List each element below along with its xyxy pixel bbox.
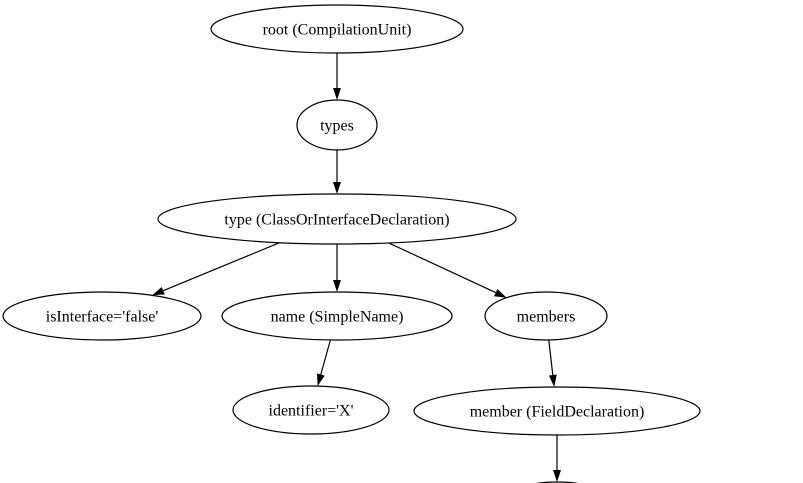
arrowhead-name-to-identifier <box>317 373 325 387</box>
node-ellipse-members <box>484 291 608 341</box>
arrowhead-root-to-types <box>333 88 341 100</box>
node-label-identifier: identifier='X' <box>269 403 354 420</box>
arrowhead-member-to-next-clipped <box>553 470 561 482</box>
node-ellipse-type <box>157 193 517 245</box>
node-ellipse-identifier <box>232 385 390 435</box>
arrowhead-types-to-type <box>333 182 341 194</box>
node-label-isInterface: isInterface='false' <box>46 309 159 326</box>
edge-type-to-members <box>388 242 496 294</box>
node-label-name: name (SimpleName) <box>271 309 404 326</box>
node-label-members: members <box>517 309 576 326</box>
arrowhead-type-to-members <box>494 289 507 298</box>
node-ellipse-name <box>221 291 453 341</box>
node-ellipse-root <box>210 4 464 54</box>
arrowhead-members-to-member <box>548 374 557 387</box>
edge-name-to-identifier <box>320 339 331 375</box>
node-label-type: type (ClassOrInterfaceDeclaration) <box>224 212 449 229</box>
node-ellipse-types <box>296 99 378 151</box>
node-label-types: types <box>320 118 354 135</box>
node-ellipse-member <box>413 386 701 436</box>
node-label-member: member (FieldDeclaration) <box>470 404 645 421</box>
node-label-root: root (CompilationUnit) <box>263 22 412 39</box>
arrowhead-type-to-isInterface <box>152 287 165 296</box>
node-ellipse-isInterface <box>2 291 202 341</box>
arrowhead-type-to-name <box>333 280 341 292</box>
edge-type-to-isInterface <box>162 242 280 292</box>
edge-members-to-member <box>548 339 554 376</box>
